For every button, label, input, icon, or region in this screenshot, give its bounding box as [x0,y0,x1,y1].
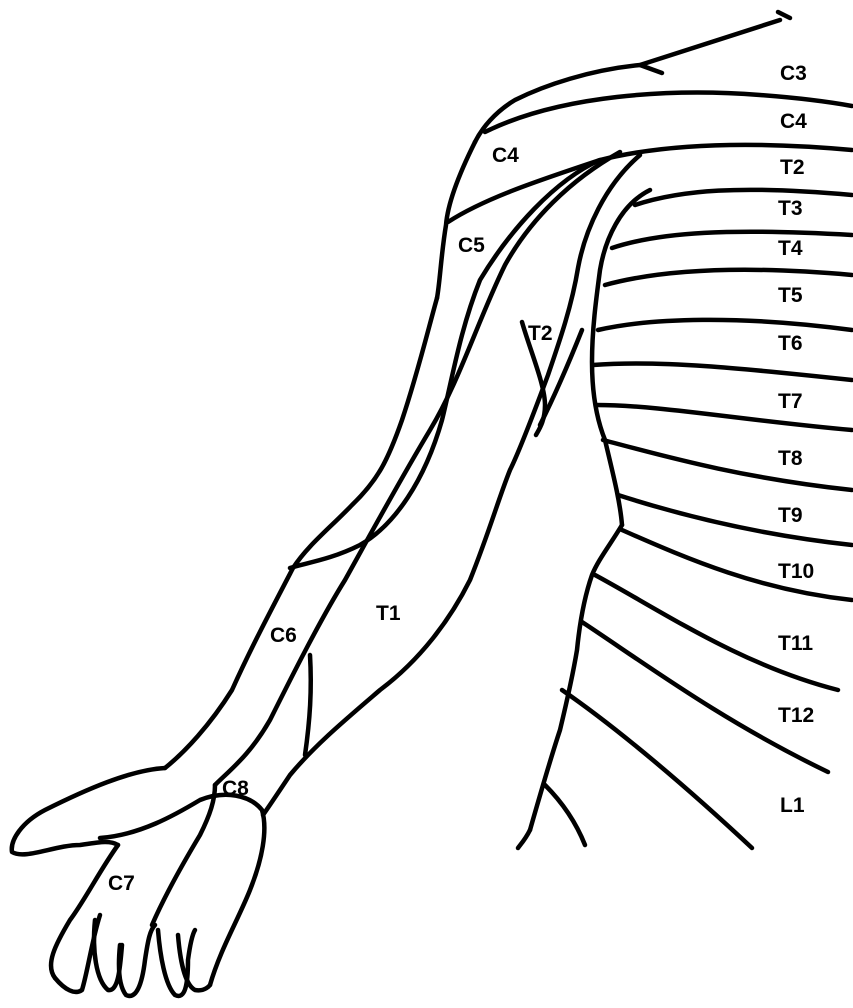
label-t12-right: T12 [778,704,814,727]
label-c8-arm: C8 [222,777,249,800]
label-t5-right: T5 [778,284,803,307]
label-t3-right: T3 [778,197,803,220]
dermatome-labels: C3 C4 T2 T3 T4 T5 T6 T7 T8 T9 T10 T11 T1… [108,62,814,895]
label-c7-hand: C7 [108,872,135,895]
label-t6-right: T6 [778,332,803,355]
label-t7-right: T7 [778,390,803,413]
label-t10-right: T10 [778,560,814,583]
torso-outline [530,190,650,830]
label-t9-right: T9 [778,504,803,527]
label-t2-right: T2 [780,156,805,179]
label-t4-right: T4 [778,237,803,260]
label-c4-arm: C4 [492,144,519,167]
label-c6-arm: C6 [270,624,297,647]
label-l1-right: L1 [780,794,805,817]
label-t8-right: T8 [778,447,803,470]
label-t11-right: T11 [778,632,813,655]
label-c3-right: C3 [780,62,807,85]
arm-boundary-lines [215,152,640,815]
label-t1-arm: T1 [376,602,401,625]
label-c5-arm: C5 [458,234,485,257]
arm-lateral-outline [165,298,437,768]
hand-outline [12,768,265,996]
label-c4-right: C4 [780,110,807,133]
label-t2-arm: T2 [528,322,553,345]
